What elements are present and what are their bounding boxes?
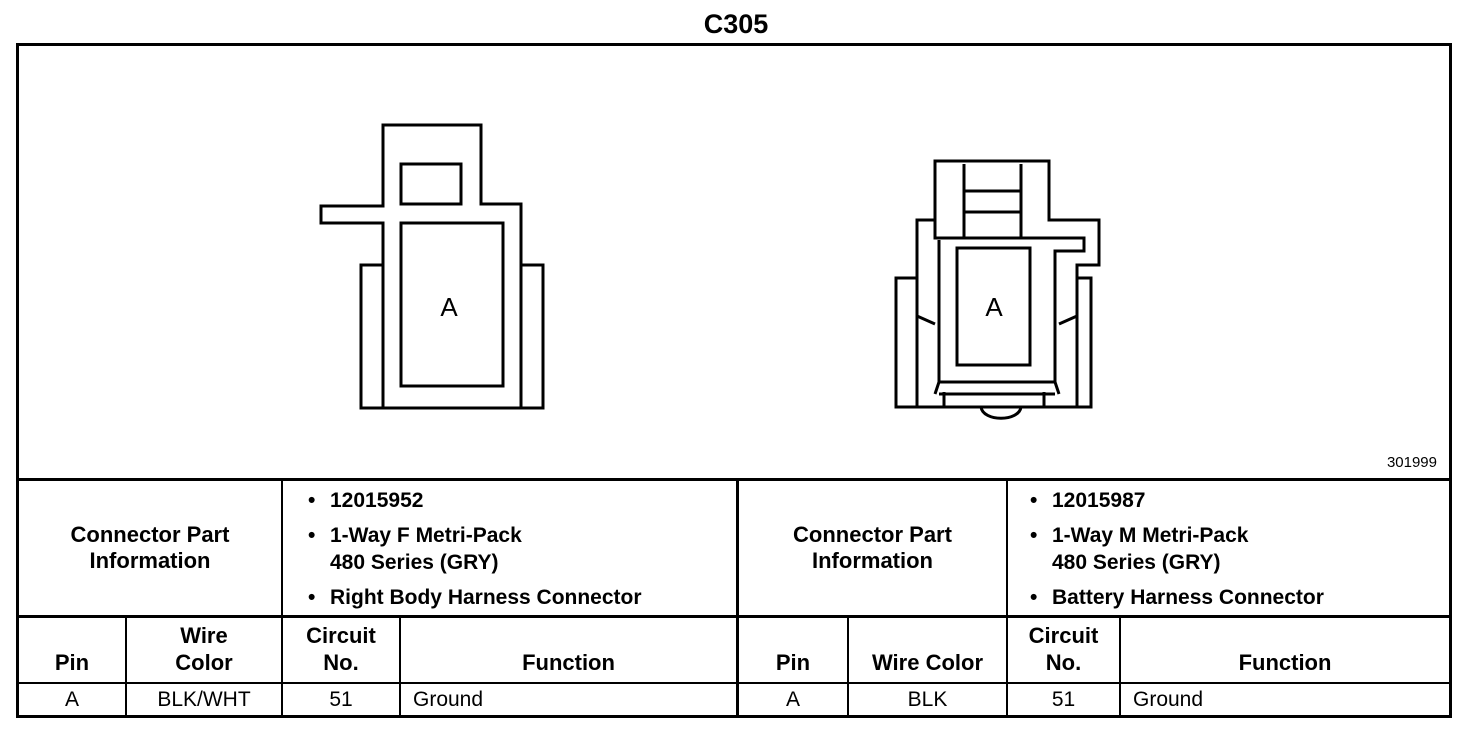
connector-description-left: Right Body Harness Connector	[304, 584, 734, 611]
row-function-left: Ground	[413, 688, 484, 711]
connector-drawings: A A	[319, 123, 1101, 420]
info-col-divider-1	[281, 478, 283, 715]
row-circuit-right: 51	[1051, 687, 1076, 711]
connector-type-right: 1-Way M Metri-Pack 480 Series (GRY)	[1026, 522, 1446, 576]
func-col-divider-1	[399, 615, 401, 715]
func-col-divider-2	[1119, 615, 1121, 715]
female-connector-drawing	[319, 123, 545, 410]
pin-col-divider-1	[125, 615, 127, 715]
info-header-divider	[19, 615, 1449, 618]
male-pin-label: A	[985, 292, 1003, 322]
row-circuit-left: 51	[329, 687, 353, 711]
diagram-table-divider	[19, 478, 1449, 481]
header-function-right: Function	[1238, 650, 1332, 675]
connector-info-right: 12015987 1-Way M Metri-Pack 480 Series (…	[1026, 487, 1446, 615]
part-number-right: 12015987	[1026, 487, 1446, 514]
figure-reference-number: 301999	[1386, 454, 1437, 471]
part-number-left: 12015952	[304, 487, 734, 514]
male-connector-drawing	[894, 159, 1101, 420]
header-wire-color-left: Wire Color	[175, 623, 233, 675]
connector-description-right: Battery Harness Connector	[1026, 584, 1446, 611]
row-pin-right: A	[785, 687, 800, 711]
center-divider	[736, 478, 739, 715]
row-wire-color-right: BLK	[907, 687, 948, 711]
header-wire-color-right: Wire Color	[871, 650, 984, 675]
header-function-left: Function	[522, 650, 615, 675]
header-circuit-left: Circuit No.	[306, 623, 376, 675]
female-pin-label: A	[440, 292, 458, 322]
connector-frame: A A 301999 Connector Part Information 12…	[16, 43, 1452, 718]
header-circuit-right: Circuit No.	[1028, 623, 1099, 675]
connector-info-heading-right: Connector Part Information	[793, 522, 952, 573]
header-pin-right: Pin	[775, 650, 811, 675]
connector-type-left: 1-Way F Metri-Pack 480 Series (GRY)	[304, 522, 734, 576]
row-function-right: Ground	[1133, 688, 1204, 711]
row-wire-color-left: BLK/WHT	[157, 687, 251, 711]
info-col-divider-2	[1006, 478, 1008, 715]
connector-info-left: 12015952 1-Way F Metri-Pack 480 Series (…	[304, 487, 734, 615]
header-row-divider	[19, 682, 1449, 684]
connector-info-heading-left: Connector Part Information	[70, 522, 230, 573]
header-pin-left: Pin	[54, 650, 90, 675]
diagram-title: C305	[703, 9, 769, 39]
row-pin-left: A	[64, 687, 79, 711]
pin-col-divider-2	[847, 615, 849, 715]
